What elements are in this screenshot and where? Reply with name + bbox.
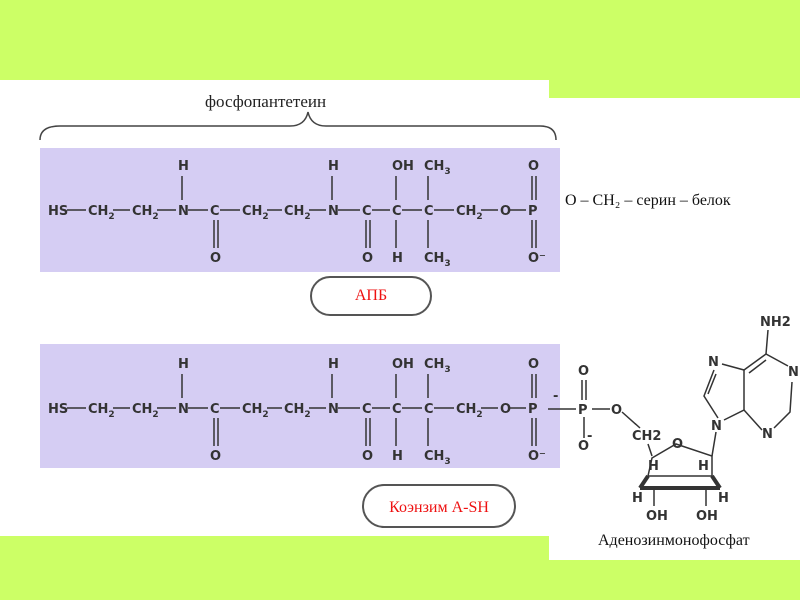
atom-label: P bbox=[528, 204, 538, 219]
amp-phosphate: P O O - - O bbox=[548, 364, 641, 454]
atom-label: CH2 bbox=[456, 204, 483, 222]
atom-label: P bbox=[528, 402, 538, 417]
amp-label: Аденозинмонофосфат bbox=[598, 532, 750, 549]
atom-label-below: O bbox=[210, 449, 221, 464]
amp-minus-left: - bbox=[553, 389, 558, 404]
atom-label: N bbox=[328, 402, 339, 417]
atom-label: C bbox=[424, 402, 434, 417]
atom-label: CH2 bbox=[284, 204, 311, 222]
atom-label: CH2 bbox=[284, 402, 311, 420]
atom-label-below: O⁻ bbox=[528, 449, 546, 464]
acp-pill: АПБ bbox=[310, 276, 432, 316]
atom-label-below: O bbox=[362, 449, 373, 464]
adenine-ring: N N N N NH2 bbox=[703, 315, 799, 442]
sugar-h-3: H bbox=[632, 491, 643, 506]
atom-label-below: O bbox=[362, 251, 373, 266]
ring-o-label: O bbox=[672, 437, 683, 452]
atom-label: CH2 bbox=[88, 204, 115, 222]
atom-label: O bbox=[500, 204, 511, 219]
amp-p-label: P bbox=[578, 403, 588, 418]
sugar-h-2: H bbox=[698, 459, 709, 474]
atom-label: C bbox=[424, 204, 434, 219]
atom-label-below: O bbox=[210, 251, 221, 266]
atom-label-above: O bbox=[528, 159, 539, 174]
atom-label-below: H bbox=[392, 449, 403, 464]
atom-label: N bbox=[178, 204, 189, 219]
ring-n-7: N bbox=[708, 355, 719, 370]
nh2-label: NH2 bbox=[760, 315, 791, 330]
atom-label-below: CH3 bbox=[424, 449, 451, 467]
amp-o-top: O bbox=[578, 364, 589, 379]
atom-label-below: CH3 bbox=[424, 251, 451, 269]
phosphopantetheine-title: фосфопантетеин bbox=[205, 92, 327, 111]
coenzyme-a-pill: Коэнзим A-SH bbox=[362, 484, 516, 528]
sugar-oh-1: OH bbox=[646, 509, 668, 524]
atom-label: C bbox=[210, 402, 220, 417]
atom-label: CH2 bbox=[88, 402, 115, 420]
atom-label: O bbox=[500, 402, 511, 417]
atom-label-above: H bbox=[178, 357, 189, 372]
serine-protein-label: O – CH₂ – серин – белок bbox=[563, 192, 733, 210]
atom-label: HS bbox=[48, 204, 68, 219]
atom-label-below: H bbox=[392, 251, 403, 266]
atom-label-above: OH bbox=[392, 357, 414, 372]
coa-chain-band bbox=[40, 344, 560, 468]
ring-n-3: N bbox=[762, 427, 773, 442]
atom-label: HS bbox=[48, 402, 68, 417]
atom-label: CH2 bbox=[242, 402, 269, 420]
atom-label: N bbox=[178, 402, 189, 417]
atom-label-below: O⁻ bbox=[528, 251, 546, 266]
ribose-ring: CH2 O H H H H OH OH bbox=[632, 429, 729, 524]
sugar-h-4: H bbox=[718, 491, 729, 506]
atom-label: C bbox=[392, 402, 402, 417]
white-panel-right bbox=[549, 98, 800, 560]
sugar-oh-2: OH bbox=[696, 509, 718, 524]
atom-label-above: OH bbox=[392, 159, 414, 174]
atom-label: CH2 bbox=[132, 402, 159, 420]
amp-o-bottom: O bbox=[578, 439, 589, 454]
sugar-h-1: H bbox=[648, 459, 659, 474]
ring-n-1: N bbox=[788, 365, 799, 380]
atom-label: C bbox=[362, 204, 372, 219]
amp-ester-o: O bbox=[611, 403, 622, 418]
atom-label: N bbox=[328, 204, 339, 219]
atom-label: CH2 bbox=[242, 204, 269, 222]
atom-label-above: CH3 bbox=[424, 159, 451, 177]
atom-label-above: H bbox=[178, 159, 189, 174]
ch2-label: CH2 bbox=[632, 429, 661, 444]
ring-n-9: N bbox=[711, 419, 722, 434]
amp-minus-bottom: - bbox=[587, 429, 592, 444]
atom-label: C bbox=[362, 402, 372, 417]
atom-label-above: CH3 bbox=[424, 357, 451, 375]
brace bbox=[39, 111, 557, 141]
atom-label: CH2 bbox=[456, 402, 483, 420]
atom-label-above: H bbox=[328, 159, 339, 174]
atom-label-above: H bbox=[328, 357, 339, 372]
atom-label: C bbox=[392, 204, 402, 219]
atom-label-above: O bbox=[528, 357, 539, 372]
atom-label: CH2 bbox=[132, 204, 159, 222]
atom-label: C bbox=[210, 204, 220, 219]
